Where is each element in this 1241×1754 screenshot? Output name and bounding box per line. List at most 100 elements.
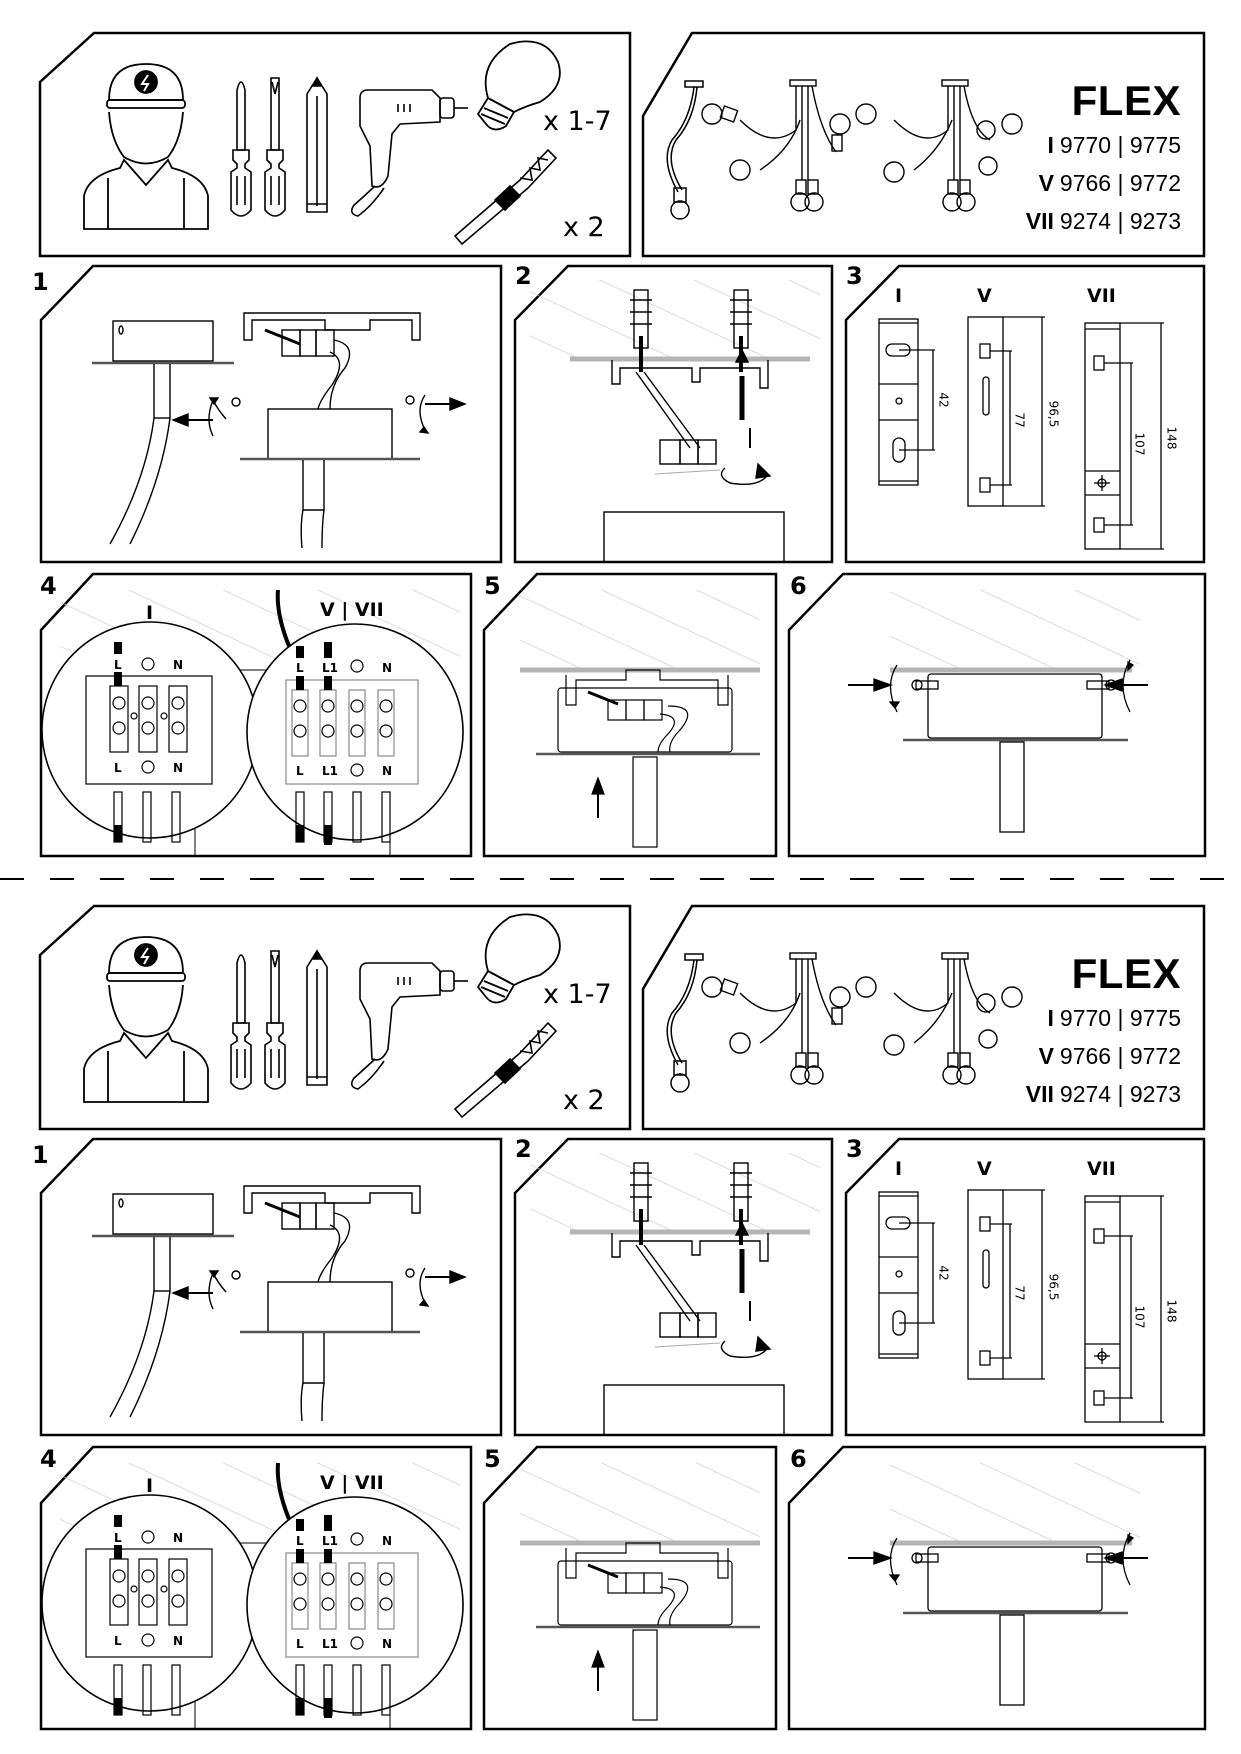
model-variant-label: I bbox=[1047, 1005, 1054, 1031]
dimension-96-5: 96,5 bbox=[1046, 400, 1061, 428]
lamp-variant-i-illustration bbox=[666, 80, 704, 220]
panel-frames bbox=[38, 904, 1207, 1731]
pencil-icon bbox=[306, 76, 328, 213]
phillips-screwdriver-icon bbox=[230, 954, 252, 1090]
bracket-variant-vii-label: VII bbox=[1087, 1158, 1116, 1180]
wiring-variant-i-label: I bbox=[146, 602, 154, 624]
terminal-label-n: N bbox=[382, 1534, 393, 1548]
terminal-label-n: N bbox=[173, 1634, 184, 1648]
terminal-label-l: L bbox=[296, 764, 304, 778]
dimension-148: 148 bbox=[1164, 1299, 1179, 1323]
dimension-42: 42 bbox=[936, 392, 951, 408]
step-6-panel bbox=[787, 1445, 1207, 1731]
step-number-2: 2 bbox=[515, 262, 532, 290]
step-5-panel bbox=[482, 1445, 778, 1731]
step-5-panel bbox=[482, 572, 778, 858]
terminal-label-l: L bbox=[114, 658, 122, 672]
step-6-illustration bbox=[848, 590, 1148, 833]
step-4-panel bbox=[39, 572, 473, 858]
model-codes: 9274 | 9273 bbox=[1059, 1081, 1181, 1107]
wiring-variant-v-vii-label: V | VII bbox=[320, 1472, 384, 1494]
terminal-label-l: L bbox=[114, 1531, 122, 1545]
step-6-illustration bbox=[848, 1463, 1148, 1706]
dimension-42: 42 bbox=[936, 1265, 951, 1281]
step-2-illustration bbox=[530, 280, 820, 563]
panel-frames bbox=[38, 31, 1207, 858]
wall-plug-quantity: x 2 bbox=[563, 1085, 605, 1116]
lamp-variant-v-illustration bbox=[701, 79, 851, 212]
lamp-variant-i-illustration bbox=[666, 953, 704, 1093]
terminal-label-l: L bbox=[114, 761, 122, 775]
terminal-label-l1: L1 bbox=[322, 764, 338, 778]
step-6-panel bbox=[787, 572, 1207, 858]
step-number-5: 5 bbox=[484, 572, 501, 600]
lamp-variant-vii-illustration bbox=[855, 952, 1023, 1085]
step-number-2: 2 bbox=[515, 1135, 532, 1163]
bracket-variant-v-label: V bbox=[977, 1158, 992, 1180]
model-codes: 9766 | 9772 bbox=[1059, 170, 1181, 196]
bulb-quantity: x 1-7 bbox=[543, 979, 612, 1010]
dimension-107: 107 bbox=[1132, 1305, 1147, 1329]
product-name: FLEX bbox=[1071, 77, 1181, 124]
model-variant-label: V bbox=[1038, 170, 1054, 196]
terminal-label-n: N bbox=[382, 1637, 393, 1651]
product-panel bbox=[641, 904, 1206, 1131]
step-number-3: 3 bbox=[846, 262, 863, 290]
model-variant-label: VII bbox=[1025, 208, 1054, 234]
step-3-illustration bbox=[878, 1189, 1164, 1423]
step-2-illustration bbox=[530, 1153, 820, 1436]
bracket-variant-i-label: I bbox=[895, 1158, 903, 1180]
flat-screwdriver-icon bbox=[264, 950, 286, 1090]
step-3-panel bbox=[844, 1137, 1206, 1437]
lamp-variant-vii-illustration bbox=[855, 79, 1023, 212]
step-1-illustration bbox=[92, 1185, 467, 1422]
terminal-label-n: N bbox=[173, 761, 184, 775]
step-1-panel bbox=[39, 264, 503, 564]
model-variant-label: VII bbox=[1025, 1081, 1054, 1107]
step-5-illustration bbox=[520, 590, 760, 848]
step-1-illustration bbox=[92, 312, 467, 549]
pencil-icon bbox=[306, 949, 328, 1086]
terminal-label-l: L bbox=[296, 661, 304, 675]
flat-screwdriver-icon bbox=[264, 77, 286, 217]
terminal-label-l1: L1 bbox=[322, 661, 338, 675]
lamp-variant-v-illustration bbox=[701, 952, 851, 1085]
light-bulb-icon bbox=[476, 40, 561, 131]
phillips-screwdriver-icon bbox=[230, 81, 252, 217]
terminal-label-l: L bbox=[296, 1637, 304, 1651]
step-4-panel bbox=[39, 1445, 473, 1731]
bulb-quantity: x 1-7 bbox=[543, 106, 612, 137]
bracket-variant-vii-label: VII bbox=[1087, 285, 1116, 307]
dimension-107: 107 bbox=[1132, 432, 1147, 456]
step-1-panel bbox=[39, 1137, 503, 1437]
terminal-label-l: L bbox=[114, 1634, 122, 1648]
model-variant-label: I bbox=[1047, 132, 1054, 158]
step-number-4: 4 bbox=[40, 1445, 57, 1473]
dimension-77: 77 bbox=[1012, 1285, 1027, 1301]
electrician-icon bbox=[83, 936, 209, 1103]
bracket-variant-v-label: V bbox=[977, 285, 992, 307]
step-number-1: 1 bbox=[32, 1141, 49, 1169]
model-codes: 9770 | 9775 bbox=[1059, 1005, 1181, 1031]
step-number-6: 6 bbox=[790, 572, 807, 600]
step-number-6: 6 bbox=[790, 1445, 807, 1473]
tools-panel bbox=[38, 904, 632, 1131]
model-codes: 9766 | 9772 bbox=[1059, 1043, 1181, 1069]
wiring-variant-i-label: I bbox=[146, 1475, 154, 1497]
drill-icon bbox=[350, 962, 468, 1090]
terminal-label-l1: L1 bbox=[322, 1534, 338, 1548]
step-3-illustration bbox=[878, 316, 1164, 550]
dimension-148: 148 bbox=[1164, 426, 1179, 450]
wall-plug-quantity: x 2 bbox=[563, 212, 605, 243]
terminal-label-n: N bbox=[173, 658, 184, 672]
cut-line-divider bbox=[0, 878, 1241, 880]
